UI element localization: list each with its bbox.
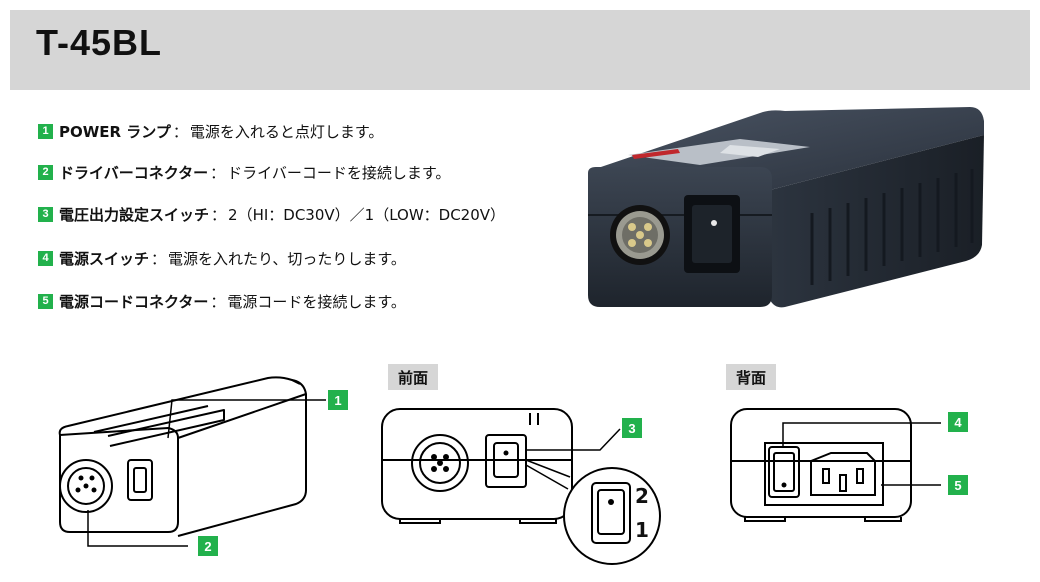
feature-item-power-cord-connector: 5 電源コードコネクター ： 電源コードを接続します。 [38, 290, 406, 312]
feature-description: 2（HI：DC30V）／1（LOW：DC20V） [228, 205, 506, 224]
feature-item-power-switch: 4 電源スイッチ ： 電源を入れたり、切ったりします。 [38, 247, 406, 269]
feature-name: 電圧出力設定スイッチ [59, 205, 210, 224]
feature-separator: ： [210, 292, 226, 311]
feature-name: 電源コードコネクター [59, 292, 209, 311]
feature-name: 電源スイッチ [59, 249, 150, 268]
feature-description: 電源を入れると点灯します。 [189, 122, 384, 141]
feature-item-driver-connector: 2 ドライバーコネクター ： ドライバーコードを接続します。 [38, 161, 450, 183]
front-view-label: 前面 [388, 364, 438, 390]
feature-number: 2 [38, 164, 53, 180]
callout-5: 5 [948, 475, 968, 495]
feature-number: 4 [38, 250, 53, 266]
switch-position-lower: 1 [635, 518, 649, 542]
back-view-label: 背面 [726, 364, 776, 390]
callout-1: 1 [328, 390, 348, 410]
feature-separator: ： [151, 249, 167, 268]
title-bar [10, 10, 1030, 90]
page-title: T-45BL [36, 22, 163, 63]
feature-number: 3 [38, 206, 53, 222]
callout-2: 2 [198, 536, 218, 556]
feature-description: 電源コードを接続します。 [227, 292, 406, 311]
feature-separator: ： [211, 205, 227, 224]
feature-number: 1 [38, 123, 53, 139]
callout-3: 3 [622, 418, 642, 438]
feature-number: 5 [38, 293, 53, 309]
feature-name: ドライバーコネクター [59, 163, 209, 182]
feature-item-voltage-switch: 3 電圧出力設定スイッチ ： 2（HI：DC30V）／1（LOW：DC20V） [38, 203, 505, 225]
back-view-drawing [730, 408, 941, 522]
product-photo [588, 107, 984, 308]
feature-separator: ： [210, 163, 226, 182]
switch-position-upper: 2 [635, 484, 649, 508]
feature-item-power-lamp: 1 POWER ランプ ： 電源を入れると点灯します。 [38, 120, 383, 142]
feature-description: 電源を入れたり、切ったりします。 [168, 249, 406, 268]
feature-name: POWER ランプ [59, 122, 171, 141]
feature-description: ドライバーコードを接続します。 [227, 163, 451, 182]
callout-4: 4 [948, 412, 968, 432]
feature-separator: ： [172, 122, 188, 141]
isometric-drawing [58, 376, 326, 547]
front-view-drawing [381, 408, 661, 565]
